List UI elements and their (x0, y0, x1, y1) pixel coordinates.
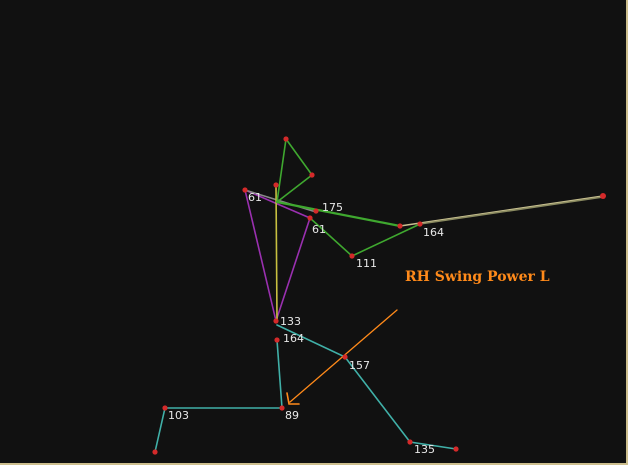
joint (274, 337, 280, 343)
joint (407, 439, 413, 445)
joint (162, 405, 168, 411)
arrow-head-icon (286, 392, 300, 405)
label-right-ankle: 135 (414, 443, 435, 456)
joint (600, 193, 606, 199)
label-left-shoulder: 61 (248, 191, 262, 204)
spine (275, 184, 278, 322)
label-elbow: 111 (356, 257, 377, 270)
label-right-shoulder-inner: 61 (312, 223, 326, 236)
label-left-ankle: 103 (168, 409, 189, 422)
joint (453, 446, 459, 452)
forearm-1 (309, 217, 353, 257)
label-right-shoulder: 175 (322, 201, 343, 214)
club-shaft-lower (419, 196, 604, 225)
label-hip-b: 164 (283, 332, 304, 345)
left-leg (154, 339, 283, 453)
joints (152, 136, 606, 455)
joint (307, 215, 313, 221)
joint (273, 182, 279, 188)
arm-upper (275, 200, 402, 228)
label-hand: 164 (423, 226, 444, 239)
label-left-knee: 89 (285, 409, 299, 422)
joint (313, 208, 319, 214)
label-hip-a: 133 (280, 315, 301, 328)
annotation-caption: RH Swing Power L (405, 269, 550, 285)
joint (349, 253, 355, 259)
shoulder-line (244, 189, 311, 219)
joint (397, 223, 403, 229)
label-right-knee: 157 (349, 359, 370, 372)
joint (309, 172, 315, 178)
torso-right (275, 217, 311, 322)
joint (342, 354, 348, 360)
club-shaft-upper (399, 195, 604, 227)
head-line-3 (276, 174, 313, 203)
joint (242, 187, 248, 193)
joint (279, 405, 285, 411)
head-line-2 (276, 138, 287, 203)
joint (417, 221, 423, 227)
head-line-1 (285, 138, 313, 176)
torso-left (244, 189, 277, 322)
joint (283, 136, 289, 142)
forearm-2 (351, 223, 421, 257)
right-leg (276, 324, 457, 450)
joint (273, 318, 279, 324)
joint (152, 449, 158, 455)
